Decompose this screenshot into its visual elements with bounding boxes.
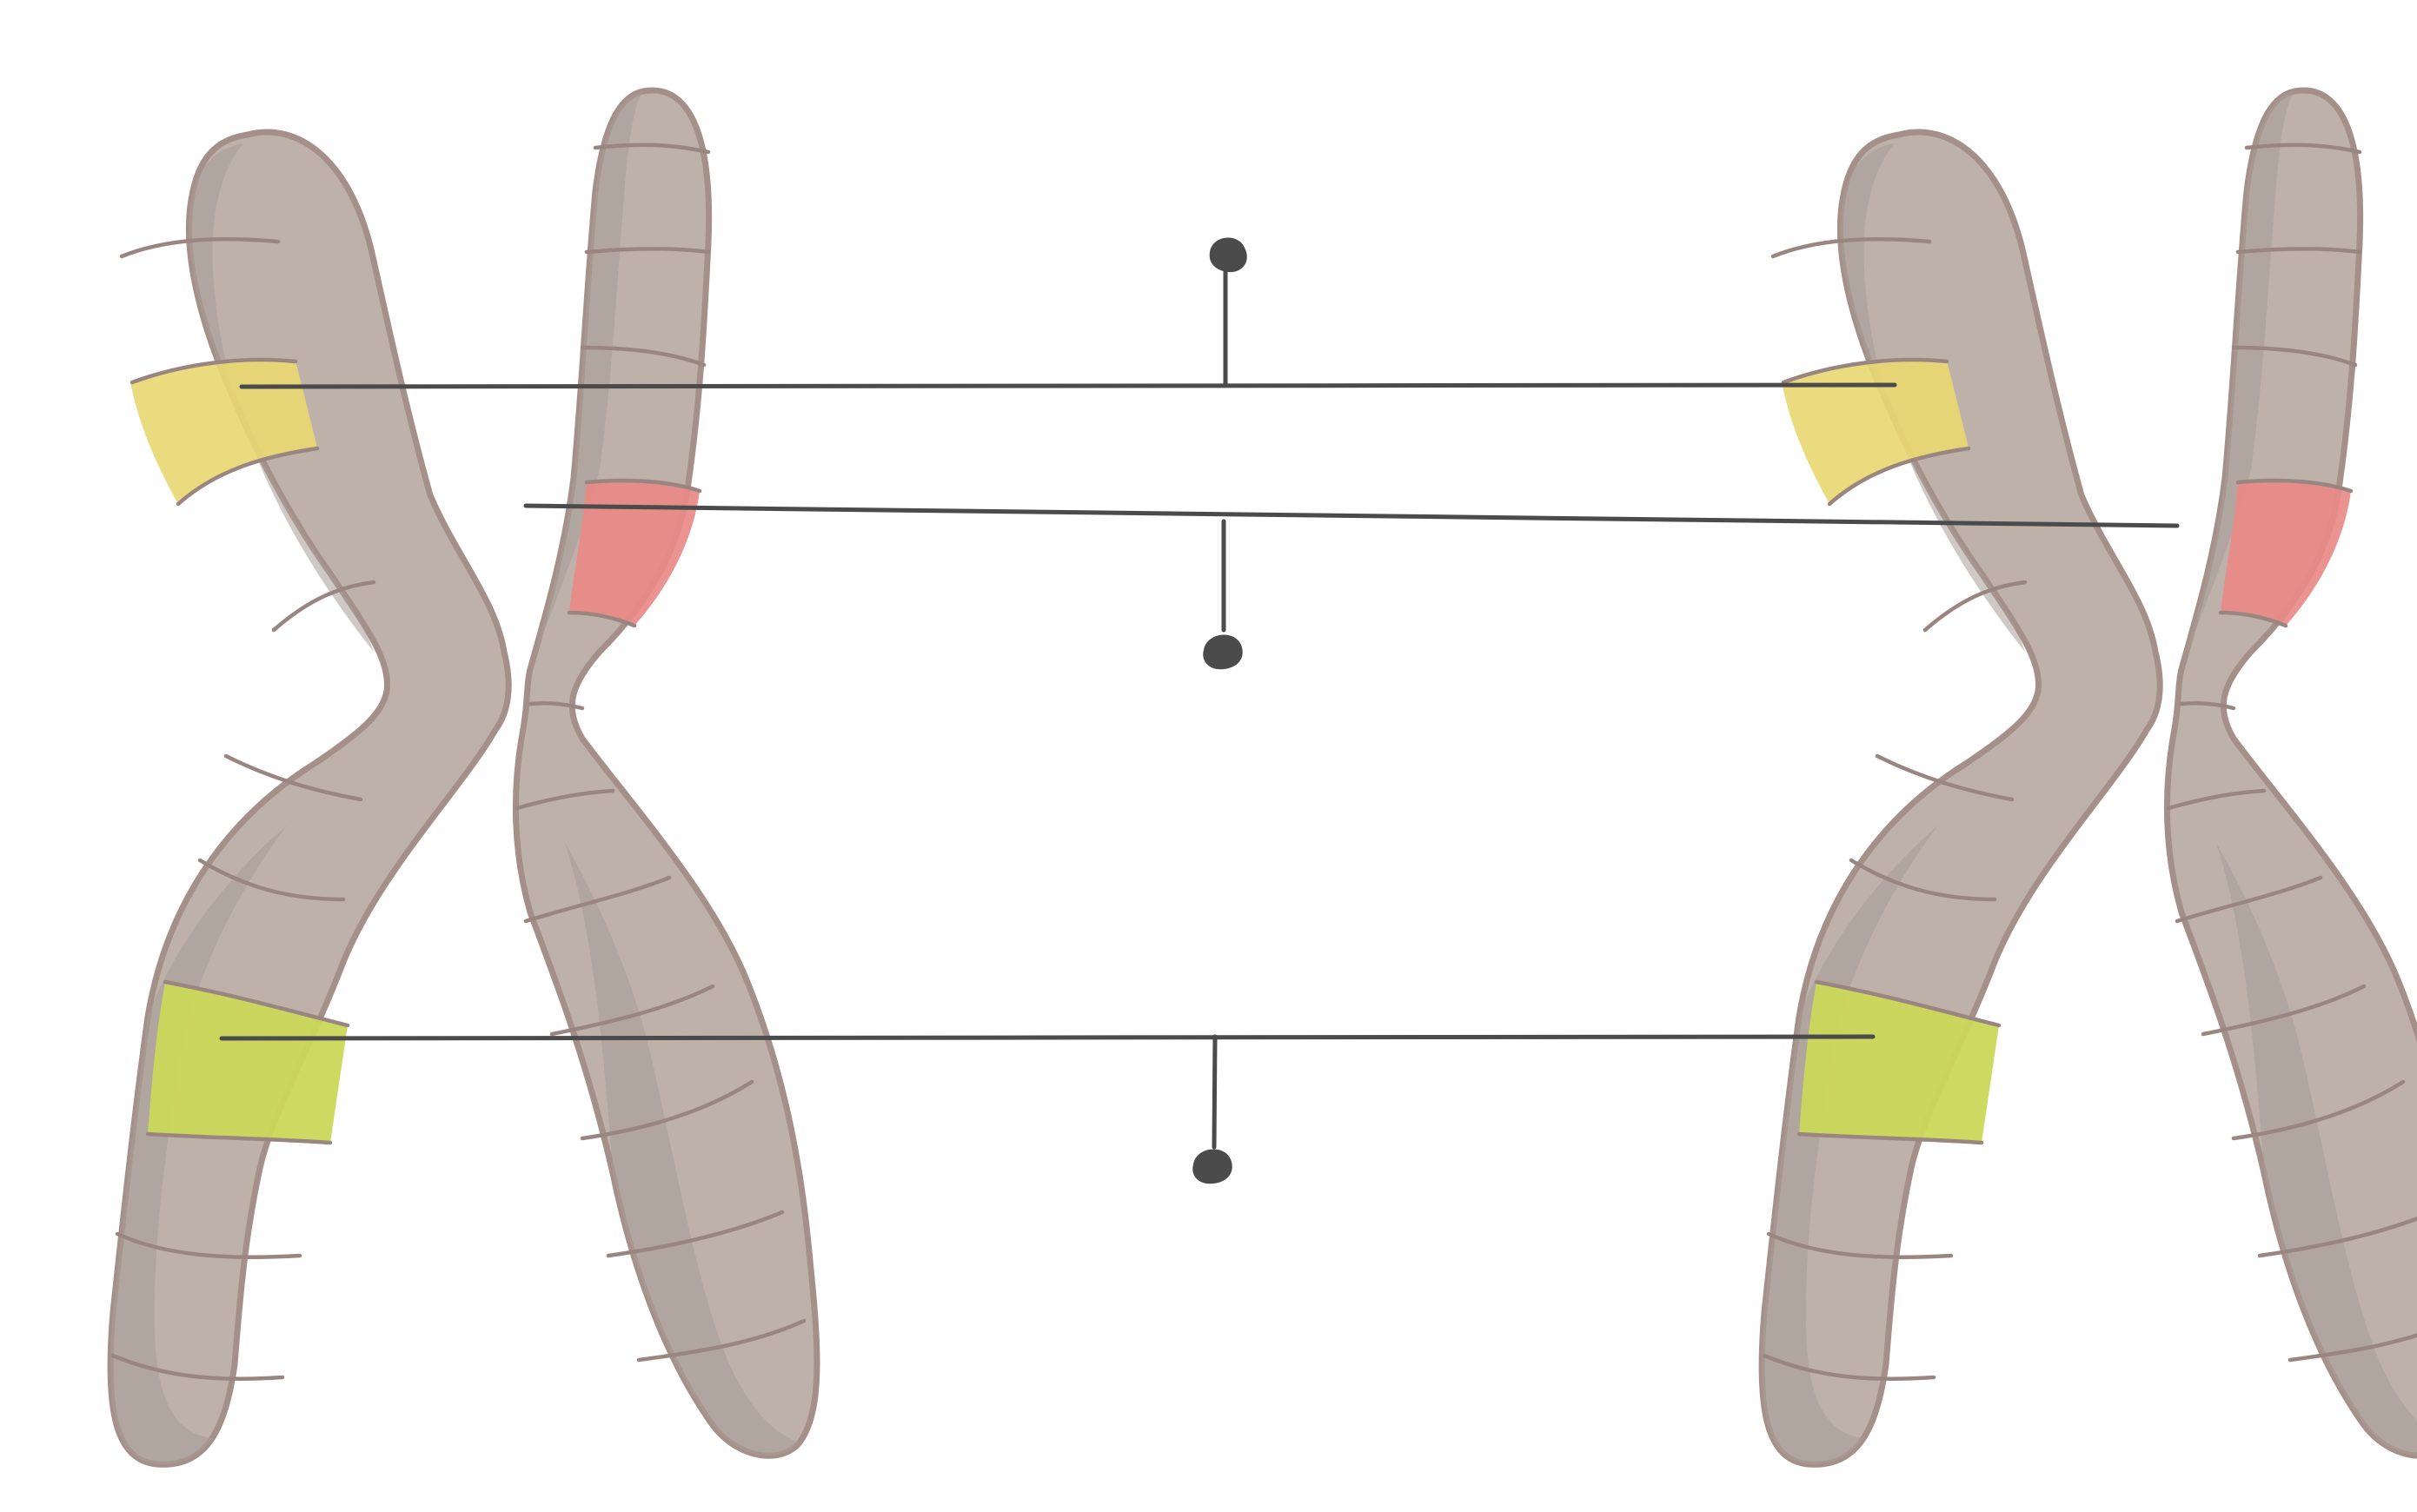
- top-leader-line: [239, 382, 1897, 389]
- bottom-pin-dot: [1192, 1149, 1232, 1184]
- homologous-chromosome-right: [1762, 90, 2417, 1464]
- top-pin-dot: [1209, 237, 1247, 273]
- homologous-chromosome-left: [110, 90, 817, 1464]
- bottom-pin-stem: [1212, 1034, 1218, 1150]
- middle-leader-line: [523, 503, 2180, 528]
- middle-pin-dot: [1203, 634, 1243, 670]
- bottom-leader-line: [219, 1034, 1876, 1041]
- leader-lines: [219, 237, 2180, 1184]
